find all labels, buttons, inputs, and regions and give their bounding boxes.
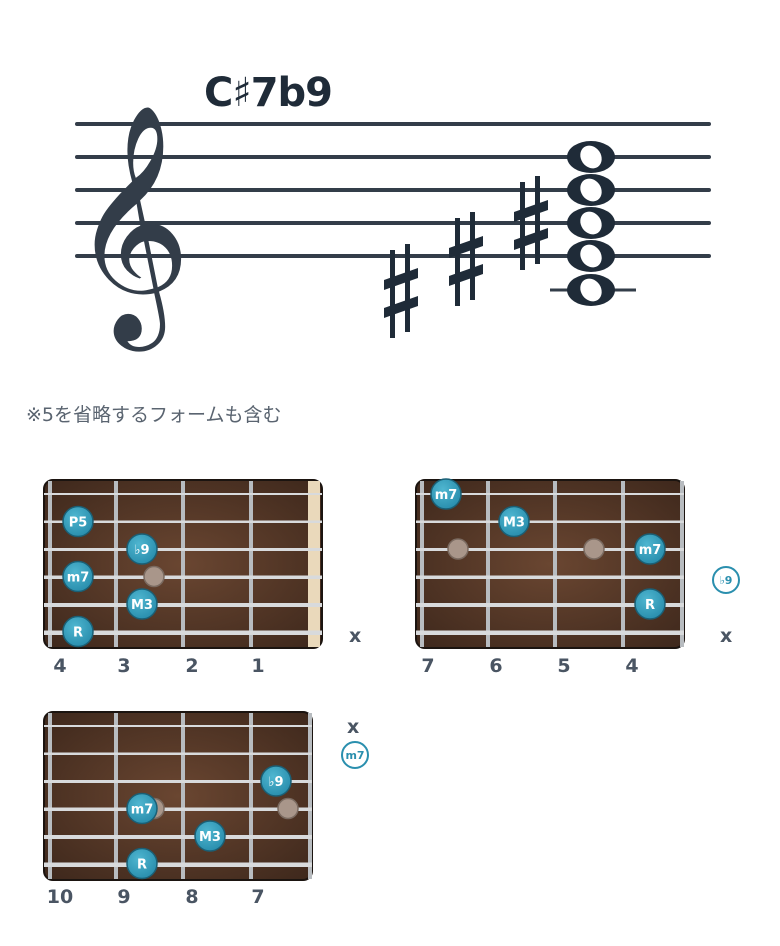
note-dot: ♭9 bbox=[260, 765, 292, 797]
fret-number: 8 bbox=[185, 886, 199, 908]
open-string-badge: ♭9 bbox=[712, 566, 740, 594]
sharp-signs bbox=[384, 176, 548, 338]
fret-number: 5 bbox=[557, 655, 571, 677]
note-dot: m7 bbox=[430, 478, 462, 510]
note-dot-label: M3 bbox=[199, 830, 221, 845]
guitar-string bbox=[44, 807, 312, 811]
fret-wire bbox=[486, 481, 490, 647]
music-staff: 𝄞 bbox=[70, 103, 711, 352]
fret-wire bbox=[114, 713, 118, 879]
note-dot: M3 bbox=[498, 505, 530, 538]
note-dot: M3 bbox=[126, 588, 158, 620]
fret-wire bbox=[48, 713, 52, 879]
note-dot-label: R bbox=[645, 598, 655, 613]
note-dot-label: R bbox=[137, 858, 147, 873]
whole-note-icon bbox=[567, 240, 615, 272]
whole-note-icon bbox=[567, 141, 615, 173]
ghost-note-dot bbox=[447, 538, 469, 560]
fret-wire bbox=[181, 481, 185, 647]
note-dot-label: R bbox=[73, 626, 83, 641]
fret-wire bbox=[420, 481, 424, 647]
note-dot-label: M3 bbox=[131, 598, 153, 613]
fret-number: 10 bbox=[46, 886, 74, 908]
note-dot: M3 bbox=[194, 820, 226, 852]
guitar-string bbox=[44, 752, 312, 755]
nut bbox=[308, 481, 320, 647]
open-string-badge: m7 bbox=[341, 741, 369, 769]
fret-wire bbox=[48, 481, 52, 647]
guitar-string bbox=[44, 520, 322, 523]
note-dot-label: ♭9 bbox=[268, 775, 283, 790]
guitar-string bbox=[44, 603, 322, 607]
guitar-string bbox=[44, 548, 322, 551]
note-dot-label: M3 bbox=[503, 516, 525, 531]
guitar-string bbox=[416, 575, 684, 579]
sharp-icon bbox=[384, 244, 418, 338]
chord-title: C♯7b9 bbox=[204, 70, 333, 116]
muted-string-marker: x bbox=[349, 625, 362, 647]
note-dot-label: m7 bbox=[67, 571, 90, 586]
chord-notes bbox=[567, 141, 615, 306]
ghost-note-dot bbox=[583, 538, 605, 560]
note-dot: ♭9 bbox=[126, 533, 158, 565]
guitar-string bbox=[44, 493, 322, 495]
guitar-string bbox=[44, 575, 322, 579]
sharp-icon bbox=[449, 212, 483, 306]
sharp-icon bbox=[514, 176, 548, 270]
guitar-string bbox=[416, 493, 684, 495]
whole-note-icon bbox=[567, 207, 615, 239]
fret-wire bbox=[621, 481, 625, 647]
note-dot-label: m7 bbox=[639, 543, 662, 558]
fret-number: 7 bbox=[421, 655, 435, 677]
guitar-string bbox=[416, 603, 684, 607]
muted-string-marker: x bbox=[347, 716, 360, 738]
note-dot: R bbox=[126, 847, 158, 880]
fret-wire bbox=[249, 481, 253, 647]
muted-string-marker: x bbox=[720, 625, 733, 647]
fret-number: 2 bbox=[185, 655, 199, 677]
fret-number: 1 bbox=[251, 655, 265, 677]
guitar-string bbox=[416, 520, 684, 523]
fret-number: 6 bbox=[489, 655, 503, 677]
note-dot: P5 bbox=[62, 505, 94, 538]
guitar-string bbox=[44, 630, 322, 635]
fret-wire bbox=[114, 481, 118, 647]
note-dot: m7 bbox=[634, 533, 666, 565]
guitar-string bbox=[44, 780, 312, 783]
note-dot: R bbox=[634, 588, 666, 620]
note-dot: m7 bbox=[62, 560, 94, 593]
fret-number: 3 bbox=[117, 655, 131, 677]
ghost-note-dot bbox=[277, 797, 299, 820]
ghost-note-dot bbox=[143, 565, 165, 588]
treble-clef-icon: 𝄞 bbox=[70, 103, 191, 352]
fret-number: 7 bbox=[251, 886, 265, 908]
note-dot-label: ♭9 bbox=[134, 543, 149, 558]
fret-number: 4 bbox=[53, 655, 67, 677]
note-dot-label: P5 bbox=[69, 516, 88, 531]
note-dot-label: m7 bbox=[435, 488, 458, 503]
fret-number: 9 bbox=[117, 886, 131, 908]
whole-note-icon bbox=[567, 174, 615, 206]
omission-note: ※5を省略するフォームも含む bbox=[26, 404, 282, 426]
guitar-string bbox=[44, 835, 312, 839]
fret-wire bbox=[553, 481, 557, 647]
fret-wire bbox=[308, 713, 312, 879]
note-dot: R bbox=[62, 615, 94, 648]
fret-wire bbox=[181, 713, 185, 879]
note-dot: m7 bbox=[126, 792, 158, 825]
note-dot-label: m7 bbox=[131, 803, 154, 818]
fret-number: 4 bbox=[625, 655, 639, 677]
whole-note-icon bbox=[567, 274, 615, 306]
guitar-string bbox=[416, 548, 684, 551]
fret-wire bbox=[249, 713, 253, 879]
guitar-string bbox=[416, 630, 684, 635]
fret-wire bbox=[680, 481, 684, 647]
guitar-string bbox=[44, 725, 312, 727]
guitar-string bbox=[44, 862, 312, 867]
